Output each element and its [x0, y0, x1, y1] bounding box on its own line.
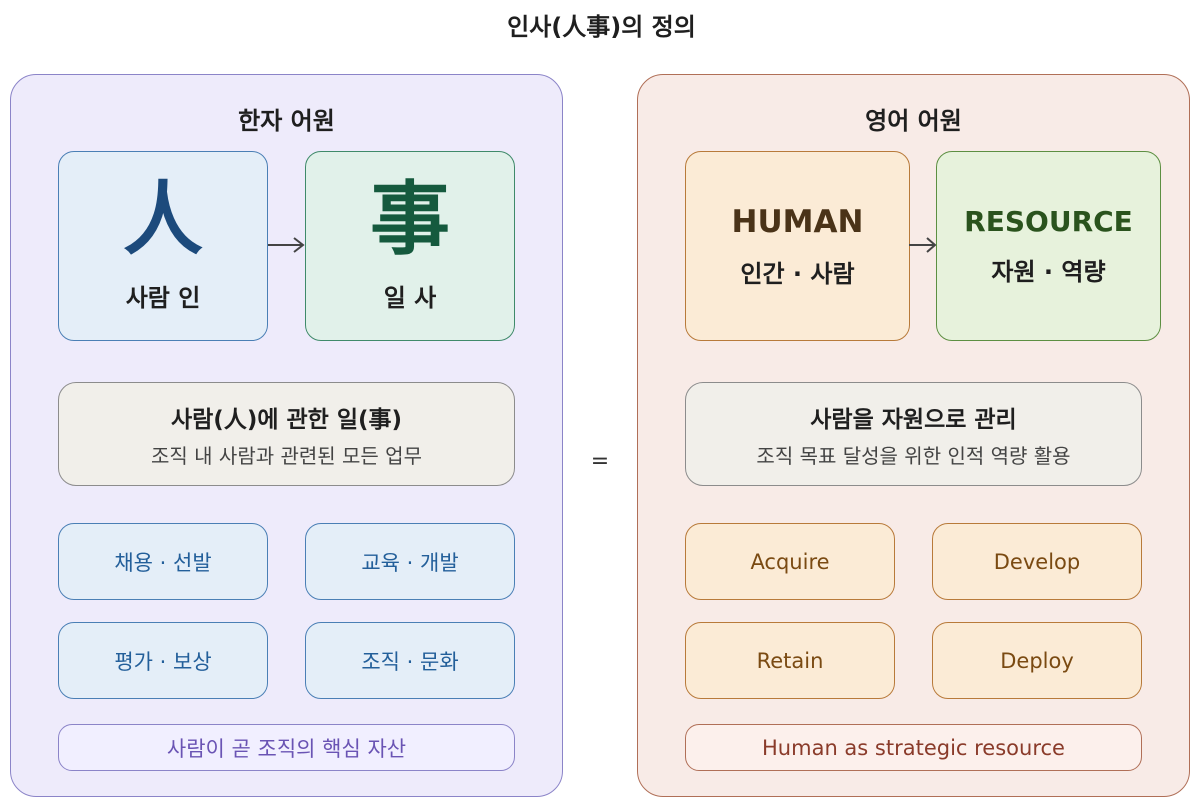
hanja-definition-title: 사람(人)에 관한 일(事)	[170, 406, 403, 433]
hanja-definition-box: 사람(人)에 관한 일(事) 조직 내 사람과 관련된 모든 업무	[58, 382, 515, 486]
english-label-resource: 자원 · 역량	[991, 258, 1106, 286]
hanja-footer-note: 사람이 곧 조직의 핵심 자산	[58, 724, 515, 771]
arrow-right-icon	[268, 237, 305, 253]
function-develop: Develop	[932, 523, 1142, 600]
function-recruit: 채용 · 선발	[58, 523, 268, 600]
english-word-human: HUMAN	[731, 203, 864, 240]
hanja-char-in: 人	[123, 172, 203, 266]
english-definition-box: 사람을 자원으로 관리 조직 목표 달성을 위한 인적 역량 활용	[685, 382, 1142, 486]
function-evaluation: 평가 · 보상	[58, 622, 268, 699]
english-footer-note: Human as strategic resource	[685, 724, 1142, 771]
hanja-card-in: 人 사람 인	[58, 151, 268, 341]
equals-sign: =	[590, 448, 610, 474]
english-panel-heading: 영어 어원	[865, 106, 962, 135]
hanja-char-sa: 事	[370, 172, 450, 266]
function-training: 교육 · 개발	[305, 523, 515, 600]
english-card-resource: RESOURCE 자원 · 역량	[936, 151, 1161, 341]
english-definition-title: 사람을 자원으로 관리	[810, 406, 1017, 433]
english-label-human: 인간 · 사람	[740, 259, 855, 288]
hanja-label-sa: 일 사	[383, 283, 437, 312]
diagram-title: 인사(人事)의 정의	[507, 12, 696, 41]
english-word-resource: RESOURCE	[964, 205, 1133, 238]
english-card-human: HUMAN 인간 · 사람	[685, 151, 910, 341]
hanja-panel-heading: 한자 어원	[238, 106, 335, 135]
function-deploy: Deploy	[932, 622, 1142, 699]
function-retain: Retain	[685, 622, 895, 699]
hanja-definition-subtitle: 조직 내 사람과 관련된 모든 업무	[151, 443, 422, 468]
hanja-card-sa: 事 일 사	[305, 151, 515, 341]
function-acquire: Acquire	[685, 523, 895, 600]
arrow-right-icon	[909, 237, 937, 253]
function-culture: 조직 · 문화	[305, 622, 515, 699]
hanja-label-in: 사람 인	[125, 283, 201, 312]
english-definition-subtitle: 조직 목표 달성을 위한 인적 역량 활용	[756, 443, 1071, 468]
